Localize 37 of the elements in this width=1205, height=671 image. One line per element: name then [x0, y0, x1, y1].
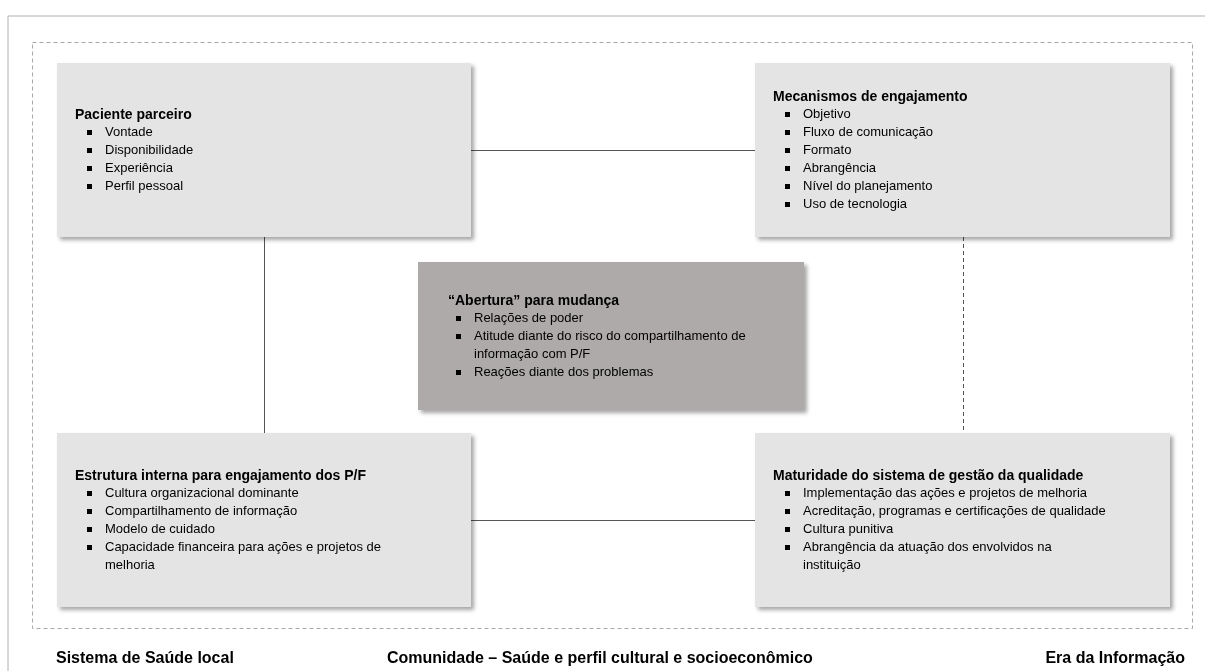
info-box: [755, 433, 1170, 607]
bullet-item: Relações de poder: [474, 309, 584, 325]
bullet-item: Formato: [803, 141, 852, 157]
bullet-item: Vontade: [105, 123, 153, 139]
info-box: [755, 63, 1170, 237]
connector-line: [470, 150, 756, 151]
bullet-item: Perfil pessoal: [105, 177, 184, 193]
info-box: [57, 63, 471, 237]
box-heading: Estrutura interna para engajamento dos P/F: [75, 466, 367, 484]
bullet-item: Atitude diante do risco do compartilhamento de informação com P/F: [474, 327, 746, 361]
bullet-item: Modelo de cuidado: [105, 520, 215, 536]
bullet-item: Uso de tecnologia: [803, 195, 908, 211]
bullet-item: Disponibilidade: [105, 141, 194, 157]
bullet-item: Cultura organizacional dominante: [105, 484, 299, 500]
bullet-item: Reações diante dos problemas: [474, 363, 654, 379]
bullet-item: Abrangência da atuação dos envolvidos na instituição: [803, 538, 1052, 572]
info-box: [57, 433, 471, 607]
bullet-item: Experiência: [105, 159, 173, 175]
context-label: Sistema de Saúde local: [56, 648, 234, 668]
box-heading: Mecanismos de engajamento: [773, 87, 969, 105]
connector-line: [470, 520, 756, 521]
box-heading: Maturidade do sistema de gestão da qualidade: [773, 466, 1085, 484]
context-label: Comunidade – Saúde e perfil cultural e socioeconômico: [387, 648, 813, 668]
bullet-item: Capacidade financeira para ações e projetos de melhoria: [105, 538, 382, 572]
bullet-item: Fluxo de comunicação: [803, 123, 934, 139]
bullet-item: Acreditação, programas e certificações de qualidade: [803, 502, 1106, 518]
box-heading: “Abertura” para mudança: [448, 291, 621, 309]
bullet-item: Compartilhamento de informação: [105, 502, 298, 518]
context-label: Era da Informação: [1045, 648, 1185, 668]
bullet-item: Cultura punitiva: [803, 520, 894, 536]
bullet-item: Nível do planejamento: [803, 177, 933, 193]
bullet-item: Abrangência: [803, 159, 876, 175]
connector-line: [264, 236, 265, 434]
info-box: [418, 262, 804, 410]
bullet-item: Objetivo: [803, 105, 851, 121]
bullet-item: Implementação das ações e projetos de melhoria: [803, 484, 1087, 500]
box-heading: Paciente parceiro: [75, 105, 193, 123]
